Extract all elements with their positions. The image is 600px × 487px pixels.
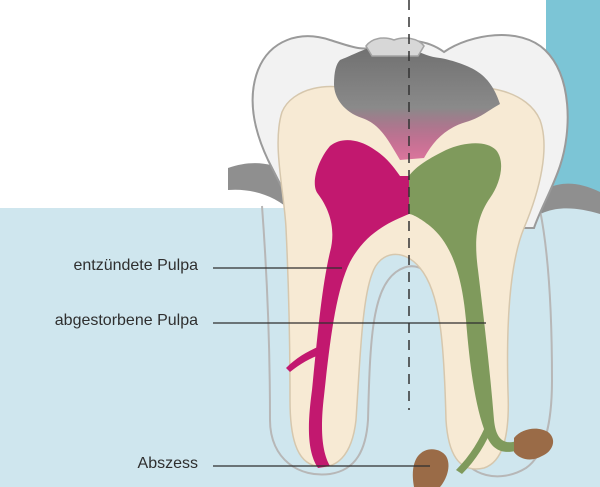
filling	[366, 38, 424, 56]
label-inflamed-pulp: entzündete Pulpa	[73, 256, 198, 276]
label-dead-pulp: abgestorbene Pulpa	[55, 311, 198, 331]
label-abscess: Abszess	[138, 454, 198, 474]
